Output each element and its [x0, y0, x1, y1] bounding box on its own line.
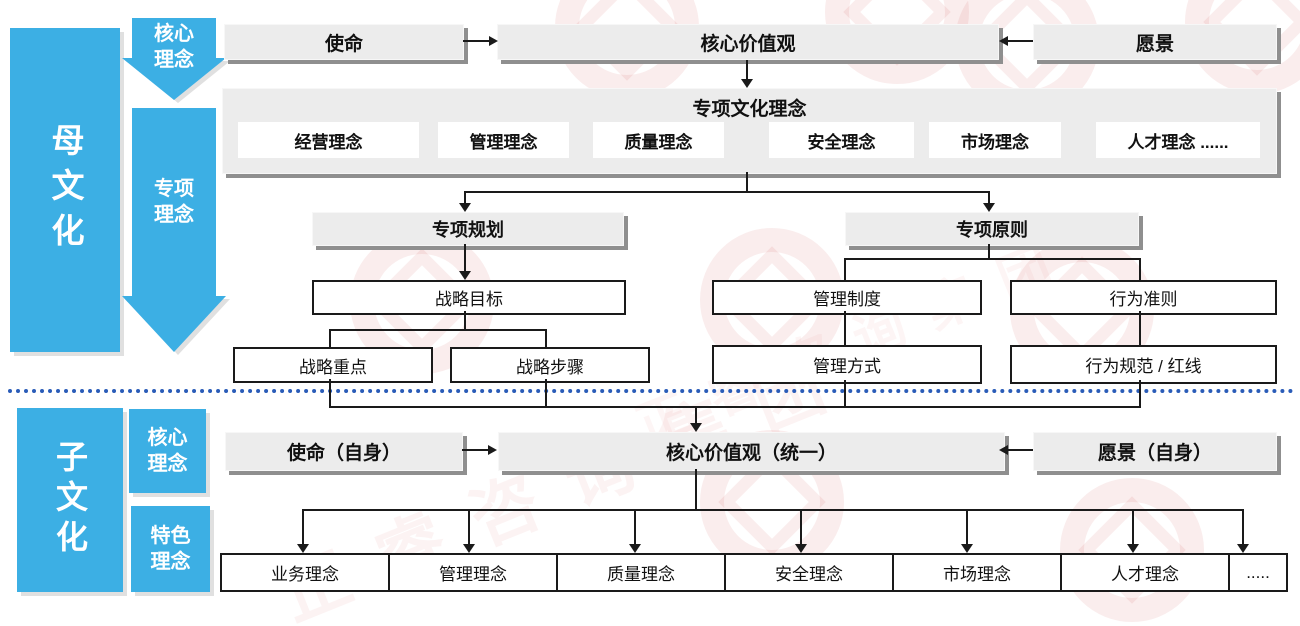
concept-item: 经营理念 — [238, 122, 419, 158]
core-values-box: 核心价值观 — [497, 24, 999, 60]
mother-child-separator — [8, 389, 1294, 393]
connector-line — [844, 311, 846, 345]
connector-line — [800, 509, 802, 545]
connector-line — [695, 469, 697, 510]
special-concept-arrow-head — [122, 296, 226, 352]
mother-culture-label: 母文化 — [47, 122, 84, 258]
connector-line — [462, 449, 489, 451]
connector-line — [634, 509, 636, 545]
connector-line — [464, 244, 466, 272]
concept-item-more: ..... — [1228, 553, 1288, 592]
connector-line — [966, 509, 968, 545]
arrowhead-right — [489, 36, 498, 46]
connector-line — [464, 191, 466, 204]
connector-line — [1139, 311, 1141, 345]
connector-line — [329, 379, 331, 407]
connector-line — [695, 406, 697, 424]
arrowhead-right — [488, 445, 497, 455]
special-culture-title: 专项文化理念 — [692, 99, 807, 120]
connector-line — [1132, 509, 1134, 545]
arrowhead-down — [459, 271, 471, 280]
concept-item: 质量理念 — [593, 122, 724, 158]
concept-item: 安全理念 — [769, 122, 914, 158]
connector-vision-corevalues — [1008, 40, 1033, 42]
child-core-concept-box: 核心 理念 — [129, 409, 206, 493]
connector-line — [844, 258, 846, 281]
management-style-box: 管理方式 — [712, 345, 982, 384]
connector-bus — [329, 406, 1141, 408]
concept-item: 人才理念 ...... — [1096, 122, 1260, 158]
special-plan-box: 专项规划 — [312, 212, 624, 246]
connector-line — [302, 509, 304, 545]
mission-box: 使命 — [224, 24, 464, 60]
connector-bus — [302, 509, 1244, 511]
concept-item: 质量理念 — [556, 553, 726, 592]
special-concept-label: 专项 理念 — [154, 178, 194, 226]
child-culture-label: 子文化 — [52, 440, 88, 560]
connector-mission-corevalues — [463, 40, 490, 42]
arrowhead-down — [741, 79, 753, 88]
connector-line — [1008, 449, 1033, 451]
arrowhead-down — [297, 544, 309, 553]
connector-line — [545, 379, 547, 407]
behavior-norms-box: 行为规范 / 红线 — [1010, 345, 1277, 384]
connector-line — [988, 244, 990, 259]
connector-line — [329, 329, 331, 348]
behavior-standard-box: 行为准则 — [1010, 280, 1277, 315]
arrowhead-down — [629, 544, 641, 553]
arrowhead-left — [999, 36, 1008, 46]
feature-concept-box: 特色 理念 — [131, 506, 210, 592]
connector-line — [988, 191, 990, 204]
connector-line — [329, 329, 546, 331]
strategic-goal-box: 战略目标 — [312, 280, 626, 315]
strategic-focus-box: 战略重点 — [233, 347, 433, 383]
management-system-box: 管理制度 — [712, 280, 982, 315]
concept-item: 市场理念 — [929, 122, 1061, 158]
connector-line — [1139, 380, 1141, 407]
concept-item: 管理理念 — [388, 553, 558, 592]
concept-item: 市场理念 — [892, 553, 1062, 592]
child-concept-row: 业务理念 管理理念 质量理念 安全理念 市场理念 人才理念 ..... — [220, 553, 1288, 592]
child-mission-box: 使命（自身） — [225, 432, 463, 471]
arrowhead-down — [690, 423, 702, 432]
connector-line — [1139, 258, 1141, 281]
connector-line — [464, 311, 466, 330]
arrowhead-down — [463, 544, 475, 553]
connector-line — [844, 380, 846, 407]
concept-item: 安全理念 — [724, 553, 894, 592]
special-culture-box: 专项文化理念 经营理念 管理理念 质量理念 安全理念 市场理念 人才理念 ...… — [222, 88, 1277, 174]
concept-item: 人才理念 — [1060, 553, 1230, 592]
child-vision-box: 愿景（自身） — [1033, 432, 1277, 471]
strategic-steps-box: 战略步骤 — [450, 347, 650, 383]
core-concept-arrow — [132, 18, 216, 59]
arrowhead-left — [999, 445, 1008, 455]
arrowhead-down — [795, 544, 807, 553]
connector-line — [464, 191, 990, 193]
core-concept-label: 核心 理念 — [154, 23, 194, 71]
mother-culture-bar: 母文化 — [10, 28, 120, 352]
vision-box: 愿景 — [1033, 24, 1277, 60]
concept-item: 管理理念 — [438, 122, 569, 158]
arrowhead-down — [1237, 544, 1249, 553]
connector-line — [545, 329, 547, 348]
arrowhead-down — [983, 203, 995, 212]
connector-line — [1242, 509, 1244, 545]
connector-line — [844, 258, 1141, 260]
core-concept-arrow-head — [122, 58, 226, 100]
arrowhead-down — [459, 203, 471, 212]
child-core-values-box: 核心价值观（统一） — [498, 432, 1005, 471]
child-culture-bar: 子文化 — [17, 408, 123, 592]
arrowhead-down — [961, 544, 973, 553]
concept-item: 业务理念 — [220, 553, 390, 592]
arrowhead-down — [1127, 544, 1139, 553]
connector-line — [746, 172, 748, 192]
special-concept-arrow — [132, 108, 216, 297]
connector-line — [468, 509, 470, 545]
special-principle-box: 专项原则 — [845, 212, 1139, 246]
connector-corevalues-specialbox — [746, 60, 748, 80]
